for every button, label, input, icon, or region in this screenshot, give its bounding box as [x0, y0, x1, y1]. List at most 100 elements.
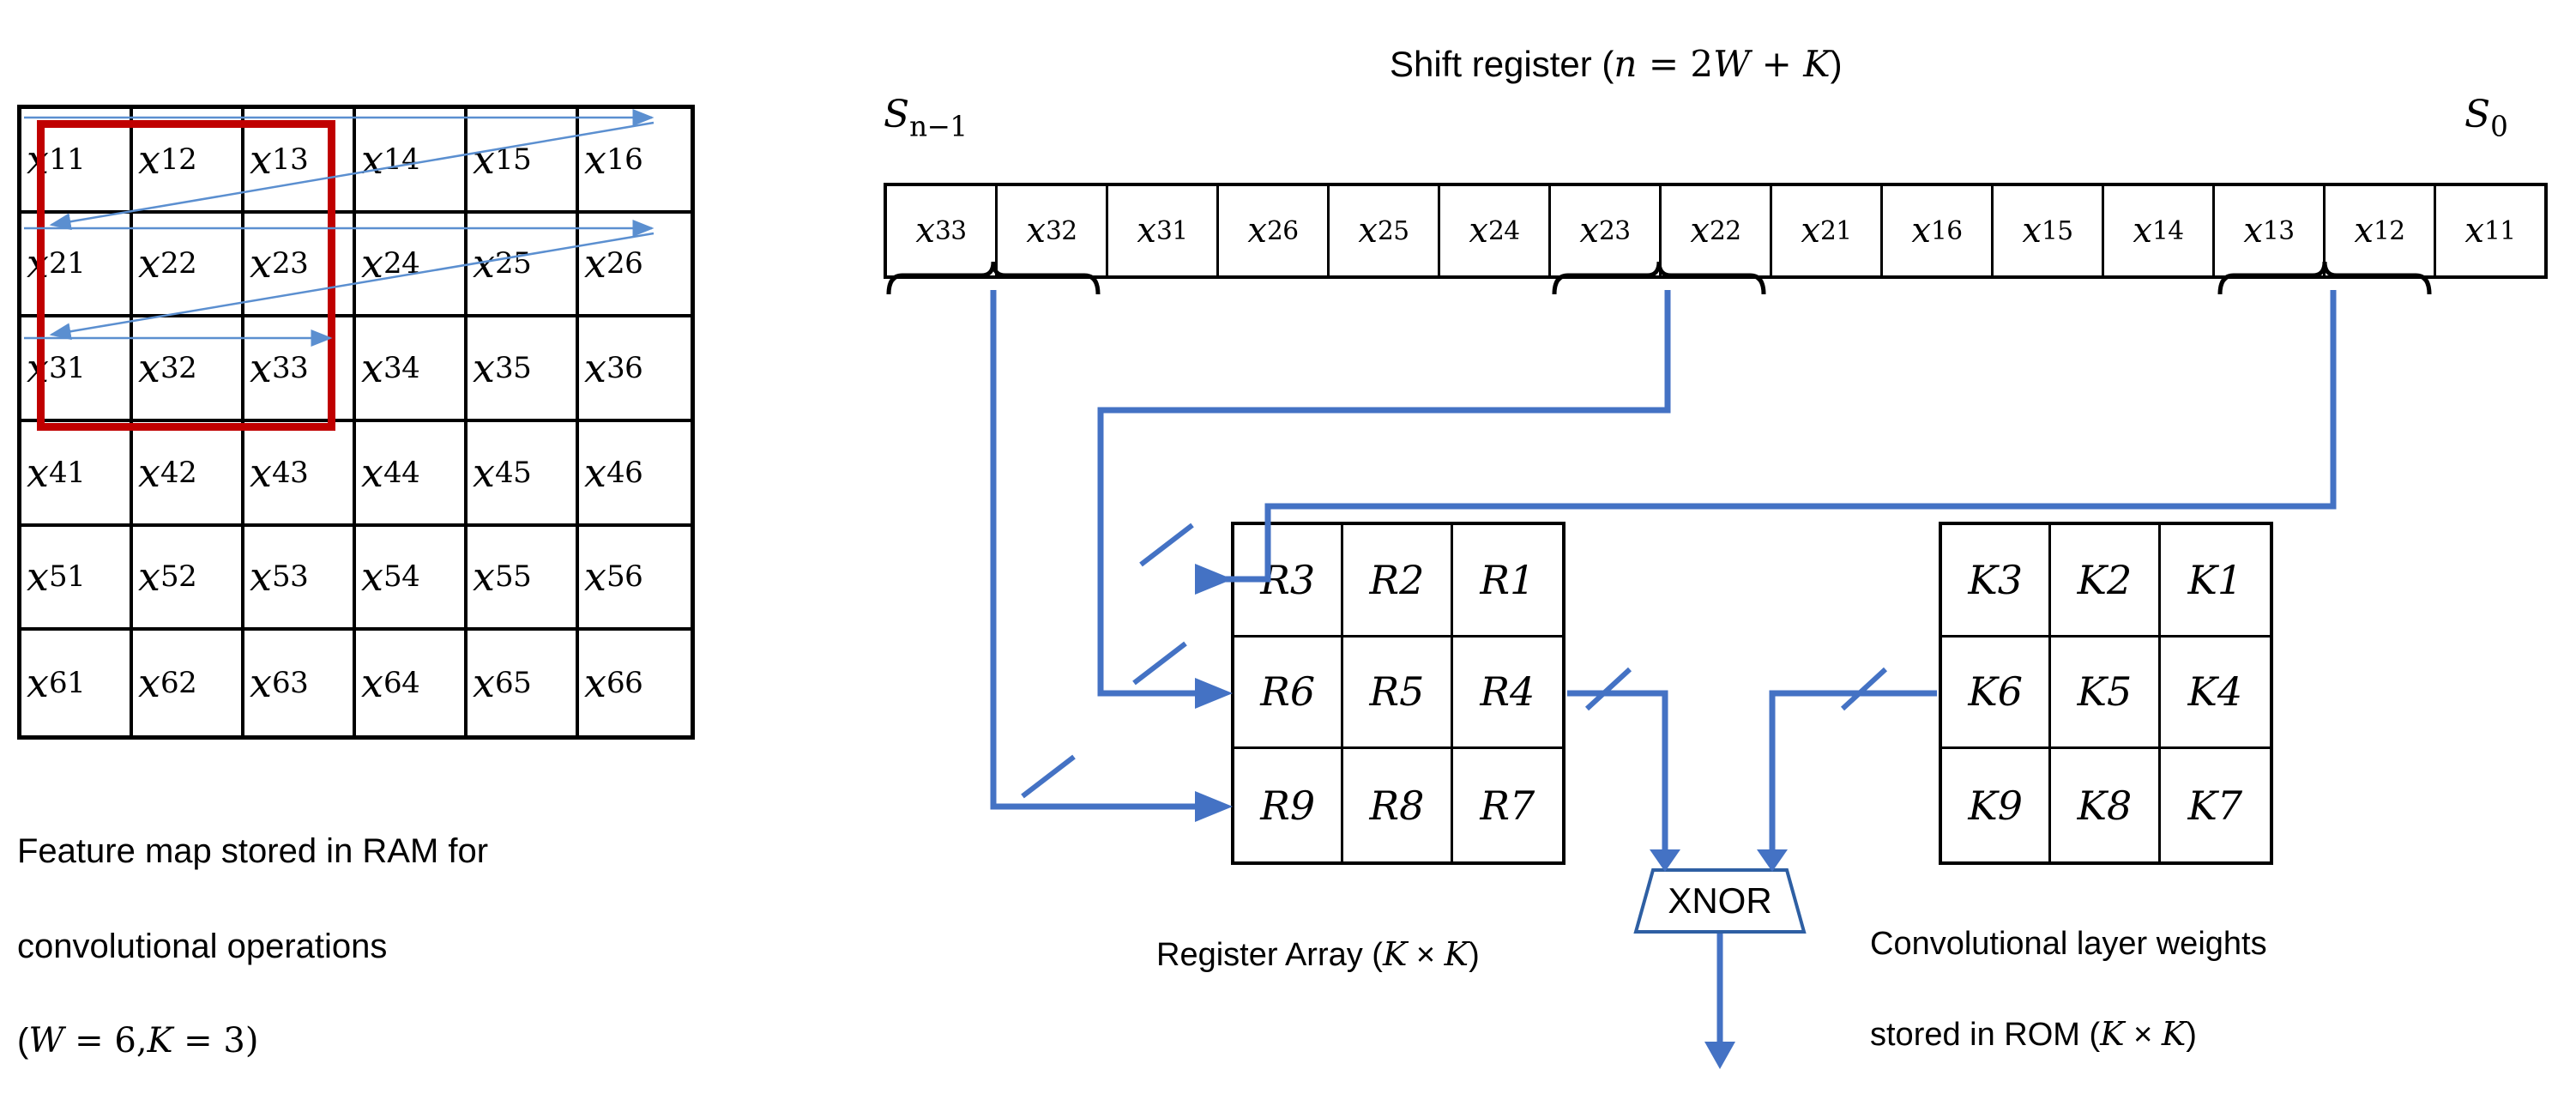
- sr-cell-sub-12: 13: [2262, 216, 2295, 245]
- sr-cell-sub-5: 24: [1487, 216, 1520, 245]
- s0-base: S: [2464, 93, 2491, 136]
- sr-cell-sub-6: 23: [1598, 216, 1631, 245]
- fm-cell-base-34: x: [473, 660, 495, 707]
- fm-cell-base-1: x: [138, 136, 160, 183]
- shift-register-title-suffix: ): [1830, 44, 1843, 84]
- sr-cell-sub-2: 31: [1155, 216, 1188, 245]
- bus-slash-R9: [1021, 754, 1076, 799]
- fm-cell-sub-5: 16: [606, 142, 643, 177]
- fm-cell-base-33: x: [361, 660, 383, 707]
- register-array-cell-R1: R1: [1452, 525, 1562, 638]
- fm-cell-base-20: x: [250, 449, 272, 496]
- register-array-cell-R3: R3: [1234, 525, 1344, 638]
- rom-cell-K6: K6: [1942, 637, 2052, 750]
- wire-tap-x33-x31-to-R9: [990, 290, 1222, 810]
- register-array-cell-R9: R9: [1234, 749, 1344, 861]
- sr-cell-sub-1: 32: [1045, 216, 1077, 245]
- sr-cell-base-0: x: [915, 211, 935, 251]
- sr-cell-base-1: x: [1026, 211, 1046, 251]
- sr-cell-sub-13: 12: [2373, 216, 2405, 245]
- fm-cell-base-28: x: [473, 553, 495, 601]
- sr-cell-sub-14: 11: [2483, 216, 2516, 245]
- fm-cell-sub-32: 63: [271, 666, 309, 701]
- fm-cell-base-35: x: [584, 660, 606, 707]
- fm-cell-base-30: x: [27, 660, 49, 707]
- wire-register-array-to-xnor: [1567, 690, 1668, 851]
- fm-cell-sub-29: 56: [606, 559, 643, 595]
- xnor-gate-shape: [1633, 868, 1807, 934]
- feature-map-caption-line1: Feature map stored in RAM for: [17, 832, 489, 871]
- fm-cell-base-27: x: [361, 553, 383, 601]
- register-array-cell-R6: R6: [1234, 637, 1344, 750]
- sr-cell-sub-11: 14: [2151, 216, 2184, 245]
- sr-cell-sub-8: 21: [1819, 216, 1852, 245]
- ra-k2: K: [1444, 935, 1469, 974]
- bus-slash-rom-out: [1840, 667, 1888, 711]
- fm-cell-base-15: x: [361, 345, 383, 392]
- sn1-subscript: n−1: [909, 110, 968, 143]
- fm-cell-sub-18: 41: [48, 455, 86, 490]
- sr-cell-base-4: x: [1358, 211, 1378, 251]
- fm-cell-sub-16: 35: [494, 351, 532, 386]
- fm-cell-sub-0: 11: [48, 142, 86, 177]
- bus-slash-R6: [1132, 641, 1187, 686]
- rom-cell-K7: K7: [2187, 782, 2243, 829]
- register-array-caption: Register Array (K × K): [1156, 887, 1559, 978]
- rom-caption: Convolutional layer weights stored in RO…: [1870, 877, 2470, 1103]
- shift-register-label-sn-1: Sn−1: [884, 93, 968, 142]
- sr-cell-sub-9: 16: [1930, 216, 1963, 245]
- fm-cell-base-4: x: [473, 136, 495, 183]
- rom-cell-K2: K2: [2051, 525, 2161, 638]
- shift-register-label-s0: S0: [2464, 93, 2508, 143]
- ra-caption-prefix: Register Array (: [1156, 937, 1383, 974]
- fm-cell-sub-9: 24: [383, 246, 420, 281]
- fm-cell-base-7: x: [138, 240, 160, 287]
- fm-cell-base-8: x: [250, 240, 272, 287]
- fm-cell-base-11: x: [584, 240, 606, 287]
- fm-cell-sub-2: 13: [271, 142, 309, 177]
- fm-cell-base-5: x: [584, 136, 606, 183]
- fm-cell-sub-28: 55: [494, 559, 532, 595]
- fm-cell-base-17: x: [584, 345, 606, 392]
- fm-cell-sub-20: 43: [271, 455, 309, 490]
- sr-cell-base-12: x: [2243, 211, 2263, 251]
- arrowhead-into-R6: [1195, 678, 1233, 709]
- register-array-cell-R4: R4: [1452, 638, 1562, 750]
- fm-cell-sub-31: 62: [160, 666, 197, 701]
- fm-cell-sub-6: 21: [48, 246, 86, 281]
- register-array-input-arrows: [1195, 564, 1233, 822]
- arrowhead-into-R9: [1195, 791, 1233, 822]
- fm-cell-base-6: x: [27, 240, 49, 287]
- fm-k-symbol: K: [147, 1020, 173, 1061]
- s0-subscript: 0: [2490, 110, 2508, 143]
- fm-w-symbol: W: [28, 1020, 64, 1061]
- fm-cell-sub-24: 51: [48, 559, 86, 595]
- wire-rom-to-xnor: [1769, 690, 1937, 851]
- fm-cell-sub-30: 61: [48, 666, 86, 701]
- xnor-bus-slashes: [1584, 667, 1888, 711]
- shift-register-title-prefix: Shift register (: [1390, 44, 1614, 84]
- fm-cell-sub-19: 42: [160, 455, 197, 490]
- fm-w-value: = 6,: [63, 1020, 148, 1061]
- fm-cell-sub-27: 54: [383, 559, 420, 595]
- xnor-input-wires: [1567, 690, 1937, 851]
